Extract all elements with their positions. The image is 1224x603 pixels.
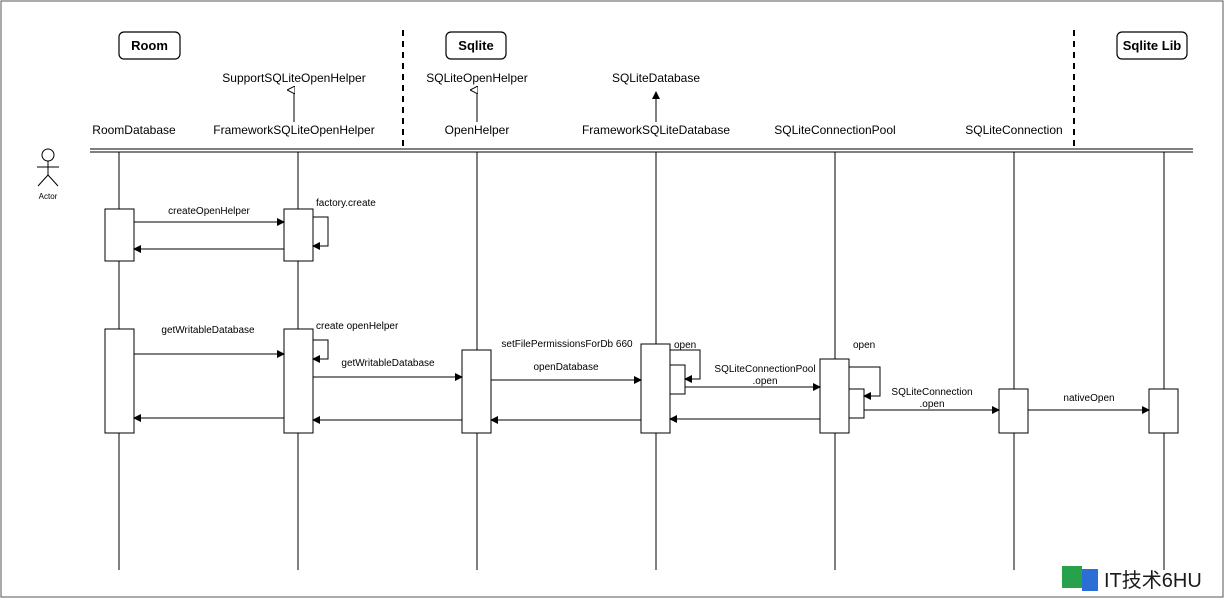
activations [104,208,1179,434]
lifeline-label-frameworksqlitedatabase: FrameworkSQLiteDatabase [582,123,730,137]
watermark-logo-icon [1062,566,1098,591]
lifeline-label-sqliteconnectionpool: SQLiteConnectionPool [774,123,895,137]
lifeline-label-sqliteconnection: SQLiteConnection [965,123,1062,137]
activation-box [104,328,135,434]
supertype-label: SupportSQLiteOpenHelper [222,71,365,85]
self-message-arrow [312,339,329,363]
self-message-arrow [312,216,329,250]
message-label: open [853,340,875,351]
supertype-label: SQLiteDatabase [612,71,700,85]
message-label: openDatabase [533,362,598,373]
message-label-line2: .open [752,376,777,387]
lifeline-label-roomdatabase: RoomDatabase [92,123,176,137]
self-message-arrow [849,366,881,400]
group-sqlite-lib-title: Sqlite Lib [1123,38,1182,53]
activation-box [283,208,314,262]
actor-label: Actor [39,192,58,201]
activation-box [104,208,135,262]
activation-box [461,349,492,434]
message-label: getWritableDatabase [341,358,435,369]
message-label-line2: .open [919,399,944,410]
lifeline-label-frameworksqliteopenhelper: FrameworkSQLiteOpenHelper [213,123,374,137]
activation-box-nested [848,388,865,419]
message-label: SQLiteConnectionPool [714,364,815,375]
actor: Actor [37,148,59,201]
message-label: nativeOpen [1063,393,1114,404]
activation-box [640,343,671,434]
message-arrows [133,216,1150,424]
activation-box [998,388,1029,434]
message-label: create openHelper [316,321,399,332]
self-message-arrow [670,349,701,383]
message-label: getWritableDatabase [161,325,255,336]
activation-box [1148,388,1179,434]
actor-icon [37,148,59,187]
group-room: Room [118,31,181,60]
group-sqlite-lib: Sqlite Lib [1116,31,1188,60]
supertype-label: SQLiteOpenHelper [426,71,527,85]
activation-box-nested [669,364,686,395]
message-label: SQLiteConnection [891,387,972,398]
message-label: factory.create [316,198,376,209]
group-room-title: Room [131,38,168,53]
group-sqlite-title: Sqlite [458,38,493,53]
message-label: createOpenHelper [168,206,250,217]
activation-box [283,328,314,434]
watermark-text: IT技术6HU [1104,569,1202,592]
message-label: open [674,340,696,351]
lifeline-label-openhelper: OpenHelper [445,123,510,137]
message-label: setFilePermissionsForDb 660 [501,339,633,350]
group-sqlite: Sqlite [445,31,507,60]
activation-box [819,358,850,434]
watermark: IT技术6HU [1062,566,1202,592]
